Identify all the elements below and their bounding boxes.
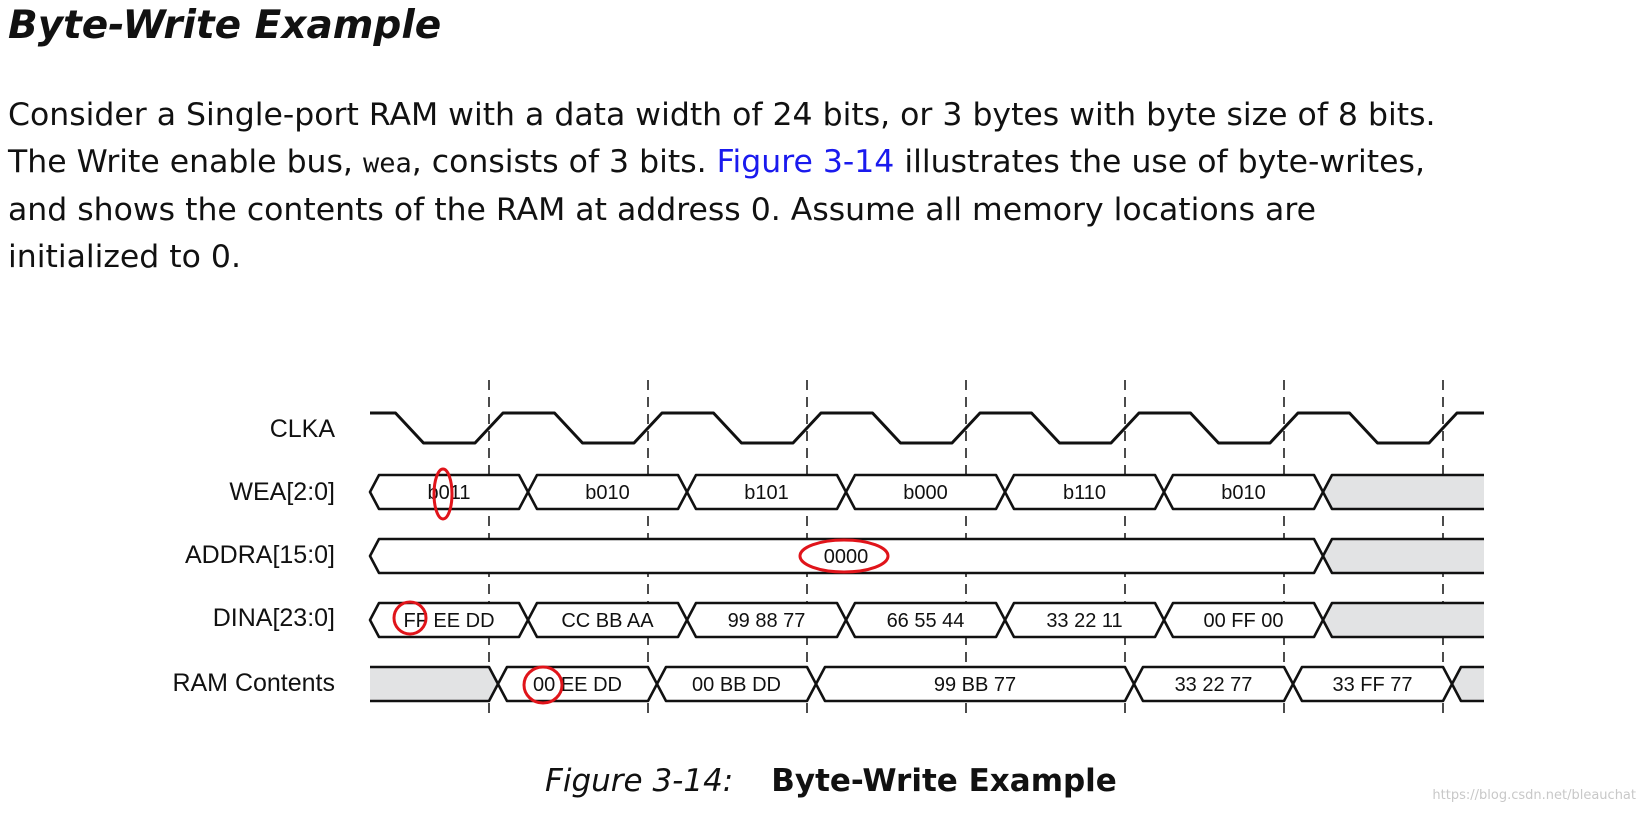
addra-segment	[368, 537, 1325, 575]
wea-segment	[1003, 473, 1166, 511]
signal-label-clka: CLKA	[270, 415, 336, 443]
dina-value-label: 99 88 77	[728, 610, 806, 632]
dina-segment	[1003, 601, 1166, 639]
wea-code: wea	[362, 148, 412, 179]
highlight-ram-byte	[522, 665, 564, 705]
caption-title: Byte-Write Example	[771, 763, 1117, 799]
wea-segment	[844, 473, 1007, 511]
dina-value-label: 00 FF 00	[1203, 610, 1283, 632]
caption-number: Figure 3-14:	[545, 763, 734, 799]
paragraph-line-2: The Write enable bus, wea, consists of 3…	[8, 139, 1640, 187]
ram-value-label: 33 FF 77	[1332, 674, 1412, 696]
highlight-dina-byte	[392, 600, 428, 636]
wea-value-label: b011	[427, 482, 470, 504]
ram-segment	[655, 665, 818, 703]
paragraph-line-3: and shows the contents of the RAM at add…	[8, 192, 1316, 228]
paragraph-text: , consists of 3 bits.	[411, 144, 717, 180]
dina-segment	[368, 601, 530, 639]
ram-value-label: 00 BB DD	[692, 674, 781, 696]
ram-segment	[1132, 665, 1295, 703]
wea-segment	[685, 473, 848, 511]
paragraph-text: illustrates the use of byte-writes,	[894, 144, 1425, 180]
ram-value-label: 33 22 77	[1175, 674, 1253, 696]
dina-value-label: FF EE DD	[403, 610, 494, 632]
signal-label-addra: ADDRA[15:0]	[185, 541, 335, 569]
dina-value-label: 66 55 44	[887, 610, 965, 632]
wea-value-label: b101	[744, 482, 789, 504]
dina-value-label: CC BB AA	[561, 610, 654, 632]
watermark: https://blog.csdn.net/bleauchat	[1432, 788, 1636, 803]
ram-idle-start	[370, 667, 498, 701]
clka-trace	[370, 411, 1484, 445]
wea-value-label: b010	[1221, 482, 1266, 504]
paragraph-text: The Write enable bus,	[8, 144, 363, 180]
ram-segment	[814, 665, 1136, 703]
figure-link[interactable]: Figure 3-14	[716, 144, 895, 180]
wea-value-label: b110	[1063, 482, 1106, 504]
highlight-wea-bit	[432, 467, 454, 521]
paragraph-line-1: Consider a Single-port RAM with a data w…	[8, 97, 1436, 133]
bus-waveforms: b011 b010 b101 b000 b110 b010 0000 FF EE DD CC B…	[368, 473, 1484, 703]
wea-segment	[1162, 473, 1325, 511]
signal-label-wea: WEA[2:0]	[229, 478, 335, 506]
wea-segment	[526, 473, 689, 511]
highlight-address	[798, 538, 890, 574]
clka-waveform	[370, 411, 1484, 445]
wea-idle	[1323, 475, 1484, 509]
dina-idle	[1323, 603, 1484, 637]
signal-label-dina: DINA[23:0]	[213, 604, 335, 632]
addra-idle	[1323, 539, 1484, 573]
wea-value-label: b000	[903, 482, 948, 504]
ram-value-label: 00 EE DD	[533, 674, 622, 696]
dina-segment	[844, 601, 1007, 639]
figure-caption: Figure 3-14: Byte-Write Example	[545, 763, 1117, 799]
addra-value-label: 0000	[824, 546, 869, 568]
timing-diagram: b011 b010 b101 b000 b110 b010 0000 FF EE DD CC B…	[172, 380, 1484, 720]
ram-idle-end	[1452, 667, 1484, 701]
signal-label-ram: RAM Contents	[172, 669, 335, 697]
wea-value-label: b010	[585, 482, 630, 504]
dina-segment	[526, 601, 689, 639]
dina-value-label: 33 22 11	[1046, 610, 1122, 632]
dina-segment	[685, 601, 848, 639]
dina-segment	[1162, 601, 1325, 639]
ram-segment	[1291, 665, 1454, 703]
ram-idle-end-outline	[1450, 665, 1484, 703]
paragraph-line-4: initialized to 0.	[8, 239, 241, 275]
wea-idle-outline	[1321, 473, 1484, 511]
ram-value-label: 99 BB 77	[934, 674, 1016, 696]
addra-idle-outline	[1321, 537, 1484, 575]
ram-segment	[496, 665, 659, 703]
wea-segment	[368, 473, 530, 511]
body-paragraph: Consider a Single-port RAM with a data w…	[8, 92, 1640, 281]
highlight-marks	[392, 467, 890, 705]
dina-idle-outline	[1321, 601, 1484, 639]
section-heading: Byte-Write Example	[8, 3, 442, 48]
